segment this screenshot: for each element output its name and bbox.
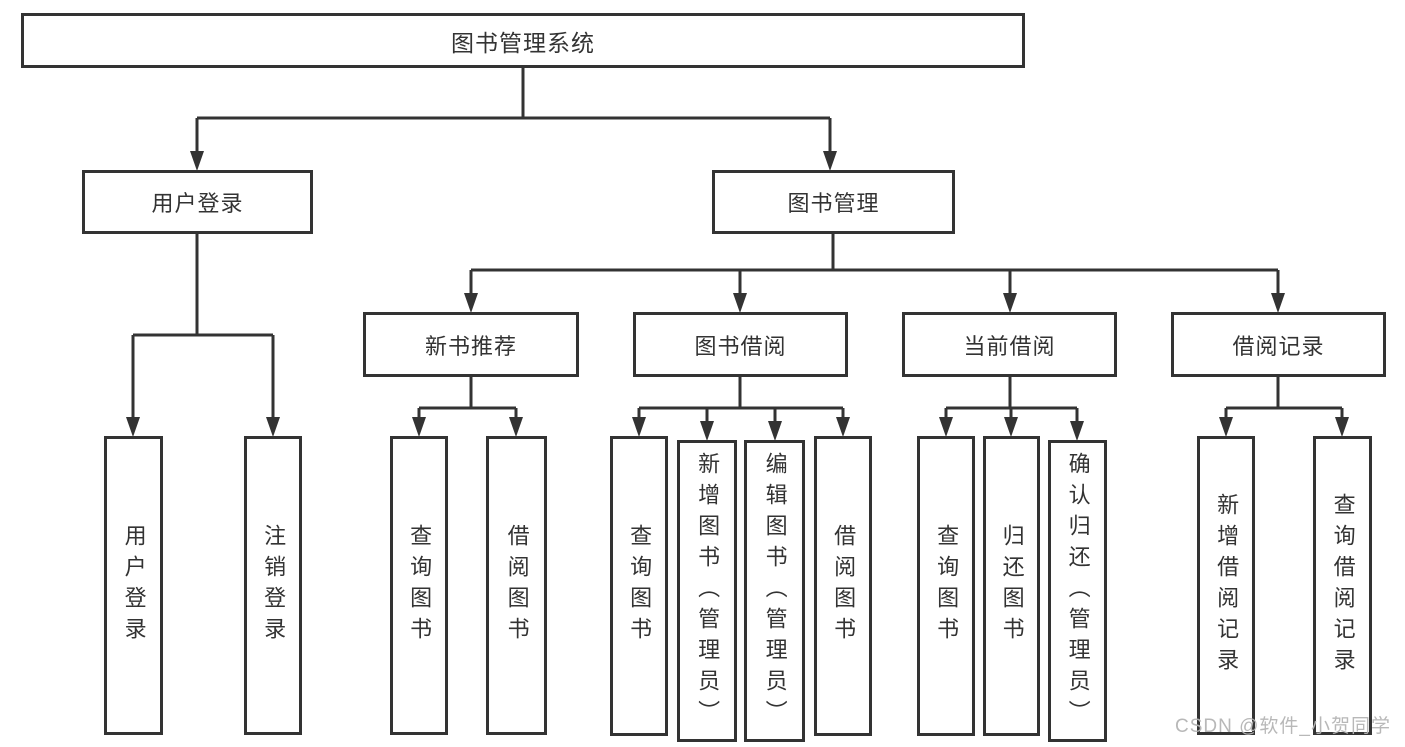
arrowheads-book-borrow xyxy=(632,417,850,441)
node-new-book-recommend-label: 新书推荐 xyxy=(424,333,517,359)
leaf-query-books-borrow-label: 查询图书 xyxy=(627,524,653,648)
node-user-login: 用户登录 xyxy=(82,170,313,234)
leaf-confirm-return-admin: 确认归还（管理员） xyxy=(1048,440,1107,742)
leaf-confirm-return-admin-label: 确认归还（管理员） xyxy=(1065,451,1091,731)
leaf-borrow-books: 借阅图书 xyxy=(814,436,872,736)
node-borrow-records-label: 借阅记录 xyxy=(1232,333,1325,359)
csdn-watermark: CSDN @软件_小贺同学 xyxy=(1175,716,1391,737)
leaf-add-books-admin: 新增图书（管理员） xyxy=(677,440,737,742)
connector-root-to-level2 xyxy=(195,68,832,153)
connector-current-borrow xyxy=(944,377,1079,423)
leaf-user-login: 用户登录 xyxy=(104,436,163,735)
connector-book-borrow xyxy=(637,377,845,423)
leaf-add-borrow-record: 新增借阅记录 xyxy=(1197,436,1255,735)
node-book-management: 图书管理 xyxy=(712,170,955,234)
arrowheads-level2 xyxy=(190,151,837,171)
leaf-add-borrow-record-label: 新增借阅记录 xyxy=(1214,492,1240,679)
arrowheads-borrow-records xyxy=(1219,417,1349,437)
leaf-query-books-recommend-label: 查询图书 xyxy=(407,523,433,648)
leaf-return-books: 归还图书 xyxy=(983,436,1040,736)
node-current-borrow-label: 当前借阅 xyxy=(963,333,1056,359)
arrowheads-user-login xyxy=(126,417,280,437)
leaf-query-books-recommend: 查询图书 xyxy=(390,436,448,735)
leaf-borrow-books-recommend-label: 借阅图书 xyxy=(504,523,530,648)
node-system-root: 图书管理系统 xyxy=(21,13,1025,68)
node-system-root-label: 图书管理系统 xyxy=(451,29,595,56)
leaf-query-books-current-label: 查询图书 xyxy=(934,524,960,648)
leaf-return-books-label: 归还图书 xyxy=(999,524,1025,648)
leaf-query-borrow-record: 查询借阅记录 xyxy=(1313,436,1372,735)
leaf-logout-label: 注销登录 xyxy=(261,523,287,648)
connector-borrow-records xyxy=(1224,377,1344,419)
leaf-query-borrow-record-label: 查询借阅记录 xyxy=(1330,492,1356,679)
leaf-logout: 注销登录 xyxy=(244,436,302,735)
arrowheads-book-mgmt xyxy=(464,293,1285,313)
node-borrow-records: 借阅记录 xyxy=(1171,312,1386,377)
leaf-add-books-admin-label: 新增图书（管理员） xyxy=(695,451,721,731)
leaf-borrow-books-recommend: 借阅图书 xyxy=(486,436,547,735)
leaf-edit-books-admin: 编辑图书（管理员） xyxy=(744,440,805,742)
node-new-book-recommend: 新书推荐 xyxy=(363,312,579,377)
arrowheads-current-borrow xyxy=(939,417,1084,441)
leaf-borrow-books-label: 借阅图书 xyxy=(831,524,857,648)
leaf-query-books-current: 查询图书 xyxy=(917,436,975,736)
leaf-query-books-borrow: 查询图书 xyxy=(610,436,668,736)
node-book-borrow-label: 图书借阅 xyxy=(694,333,787,359)
connector-user-login xyxy=(131,234,275,419)
arrowheads-new-book xyxy=(412,417,523,437)
node-current-borrow: 当前借阅 xyxy=(902,312,1117,377)
node-book-borrow: 图书借阅 xyxy=(633,312,848,377)
connector-book-mgmt xyxy=(469,234,1280,295)
connector-new-book xyxy=(417,377,518,419)
node-book-management-label: 图书管理 xyxy=(787,191,880,216)
node-user-login-label: 用户登录 xyxy=(151,191,244,216)
leaf-user-login-label: 用户登录 xyxy=(121,523,147,648)
leaf-edit-books-admin-label: 编辑图书（管理员） xyxy=(762,451,788,731)
